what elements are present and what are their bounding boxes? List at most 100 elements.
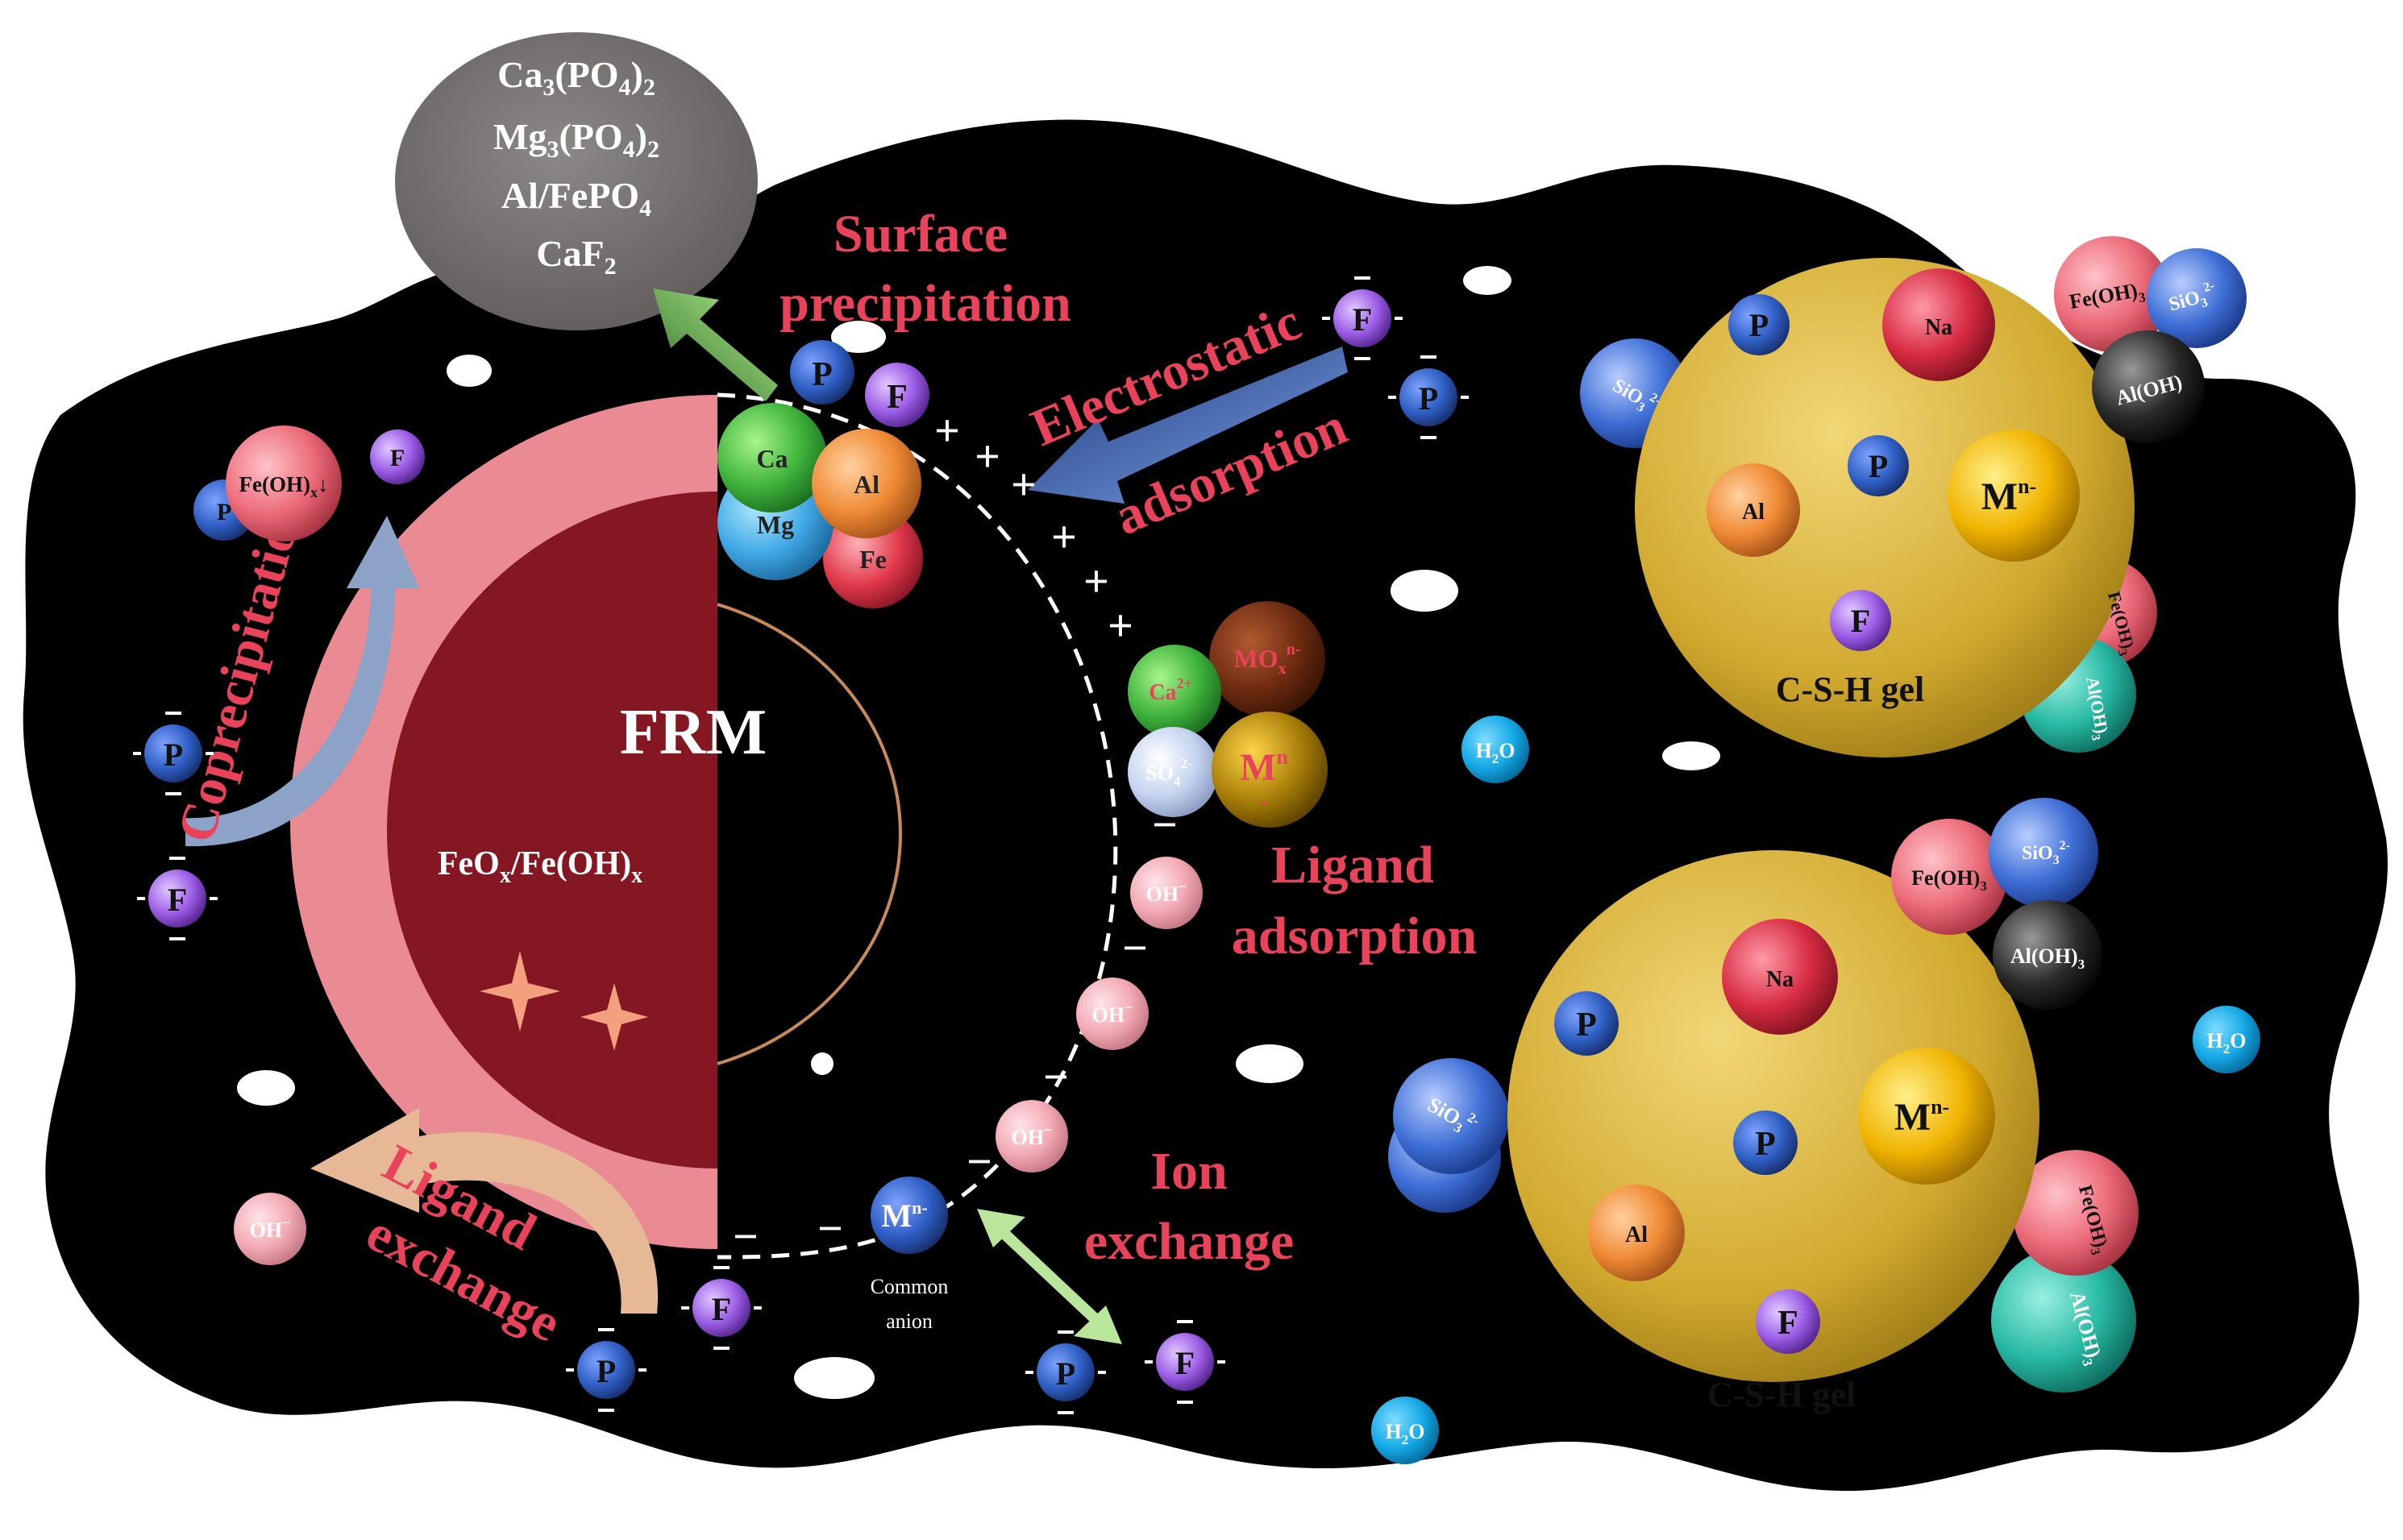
- f-ion: [148, 870, 206, 928]
- oh-sphere: [234, 1193, 306, 1265]
- arrow-surface-precipitation: [653, 288, 778, 401]
- arrow-coprecipitation: [185, 516, 419, 847]
- frm-right-ring: [717, 603, 902, 1065]
- f-label: F: [1851, 603, 1870, 639]
- arrow-blue-icon: [1028, 347, 1348, 504]
- f-sphere: [865, 363, 929, 427]
- p-label: P: [1576, 1007, 1597, 1044]
- mg-label: Mg: [757, 510, 794, 539]
- m-anion-sphere: [871, 1177, 948, 1254]
- feoh3-label: Fe(OH)3: [1911, 866, 1987, 894]
- na-label: Na: [1925, 315, 1952, 340]
- pore: [237, 1070, 295, 1106]
- siO3-sphere: [1989, 798, 2098, 907]
- precipitate-caf2: CaF2: [536, 233, 616, 280]
- csh-sphere: [1635, 258, 2135, 758]
- arrow-ion-exchange: [977, 1209, 1122, 1344]
- so4-label: SO42-: [1145, 756, 1192, 789]
- al-label: Al: [1625, 1222, 1648, 1247]
- siO3-label: SiO32-: [2022, 839, 2070, 867]
- aloh3-black-sphere: [1993, 900, 2102, 1010]
- siO3-sphere: [2147, 248, 2247, 348]
- p-sphere: [1554, 991, 1619, 1056]
- arrow-head-icon: [1074, 1305, 1122, 1344]
- m-big-sphere: [1212, 712, 1328, 828]
- mn-label: Mn-: [1894, 1095, 1949, 1139]
- arrow-electrostatic: [1028, 347, 1348, 504]
- plus-charge: +: [1011, 460, 1037, 510]
- oh-group: OH− OH− OH− OH−: [234, 857, 1203, 1265]
- mn-label: Mn-: [1981, 475, 2036, 518]
- m-big-label: Mn: [1240, 745, 1288, 789]
- arrow-curve-icon: [310, 1108, 659, 1314]
- pore: [811, 1052, 834, 1075]
- p-label: P: [217, 499, 231, 525]
- f-ion-label: F: [168, 882, 187, 918]
- p-sphere: [790, 340, 854, 405]
- common-anion-label-2: anion: [886, 1310, 933, 1333]
- oh-label: OH−: [250, 1214, 291, 1242]
- aloh3-sphere: [1991, 1247, 2136, 1393]
- h2o-label: H2O: [2207, 1029, 2247, 1056]
- ligand-adsorption-label-2: adsorption: [1232, 907, 1477, 965]
- h2o-sphere: [1371, 1397, 1439, 1464]
- p-sphere: [1848, 435, 1909, 496]
- arrow-ligand-exchange: [310, 1108, 659, 1314]
- plus-charge: +: [1051, 513, 1077, 562]
- oh-sphere: [1130, 857, 1203, 929]
- precipitate-mg3po42: Mg3(PO4)2: [493, 116, 659, 163]
- arrow-head-icon: [977, 1209, 1025, 1247]
- oh-label: OH−: [1012, 1122, 1053, 1149]
- pore: [831, 321, 886, 353]
- p-ion: [1037, 1343, 1095, 1401]
- water-molecules: H2O H2O H2O: [1371, 716, 2260, 1464]
- precipitate-ca3po42: Ca3(PO4)2: [497, 54, 655, 101]
- f-ion-label: F: [712, 1291, 731, 1327]
- h2o-label: H2O: [1476, 739, 1515, 766]
- f-ion-label: F: [1175, 1345, 1195, 1381]
- al-sphere: [1707, 463, 1800, 557]
- p-sphere: [1728, 294, 1790, 355]
- aloh3-label: Al(OH)3: [2010, 944, 2085, 972]
- mox-sphere: [1209, 601, 1325, 717]
- ion-exchange-label-1: Ion: [1150, 1142, 1227, 1201]
- f-ion-label: F: [1353, 301, 1372, 338]
- precipitate-bubble-shape: [395, 32, 758, 330]
- surface-cluster: Fe Mg Ca Al P F: [717, 340, 929, 608]
- ca2-sphere: [1128, 645, 1221, 738]
- f-sphere: [370, 430, 425, 484]
- p-ion: [577, 1341, 635, 1399]
- sparkle-icon: [480, 951, 560, 1032]
- common-anion-label-1: Common: [871, 1275, 949, 1298]
- p-label: P: [1755, 1126, 1776, 1163]
- oh-label: OH−: [1146, 878, 1187, 906]
- al-label: Al: [854, 470, 879, 499]
- p-label: P: [812, 356, 833, 393]
- al-sphere: [812, 429, 921, 538]
- h2o-sphere: [1461, 716, 1529, 783]
- f-label: F: [390, 445, 405, 471]
- csh-gel-bottom: SiO32- Fe(OH)3 SiO32- Al(OH)3 Fe(OH)3 Al…: [1388, 798, 2139, 1414]
- sparkle-icon: [580, 983, 648, 1051]
- ligand-adsorption-label-1: Ligand: [1271, 836, 1434, 895]
- surface-precipitation-label-2: precipitation: [780, 274, 1071, 333]
- pores: [237, 266, 1720, 1399]
- frm-inner-core: [387, 492, 717, 1168]
- oh-label: OH−: [1092, 999, 1133, 1027]
- coprecipitate-cluster: P Fe(OH)x↓ F: [193, 425, 425, 542]
- fe-label: Fe: [859, 545, 887, 574]
- pore: [794, 1357, 875, 1399]
- plus-charge: +: [1083, 557, 1109, 607]
- aloh-sphere: [2092, 330, 2205, 443]
- pore: [1463, 266, 1511, 295]
- frm-core-label: FeOx/Fe(OH)x: [438, 845, 642, 888]
- charges: + + + + + + − − − − − − −: [733, 406, 1178, 1262]
- ca-label: Ca: [756, 444, 788, 473]
- surface-boundary-dashed: [717, 392, 1118, 1260]
- arrow-line: [1000, 1228, 1100, 1325]
- p-ion-label: P: [1419, 380, 1438, 417]
- f-sphere: [1830, 590, 1891, 651]
- arrow-curve-icon: [185, 516, 419, 847]
- m-big-label-minus: -: [1260, 789, 1267, 814]
